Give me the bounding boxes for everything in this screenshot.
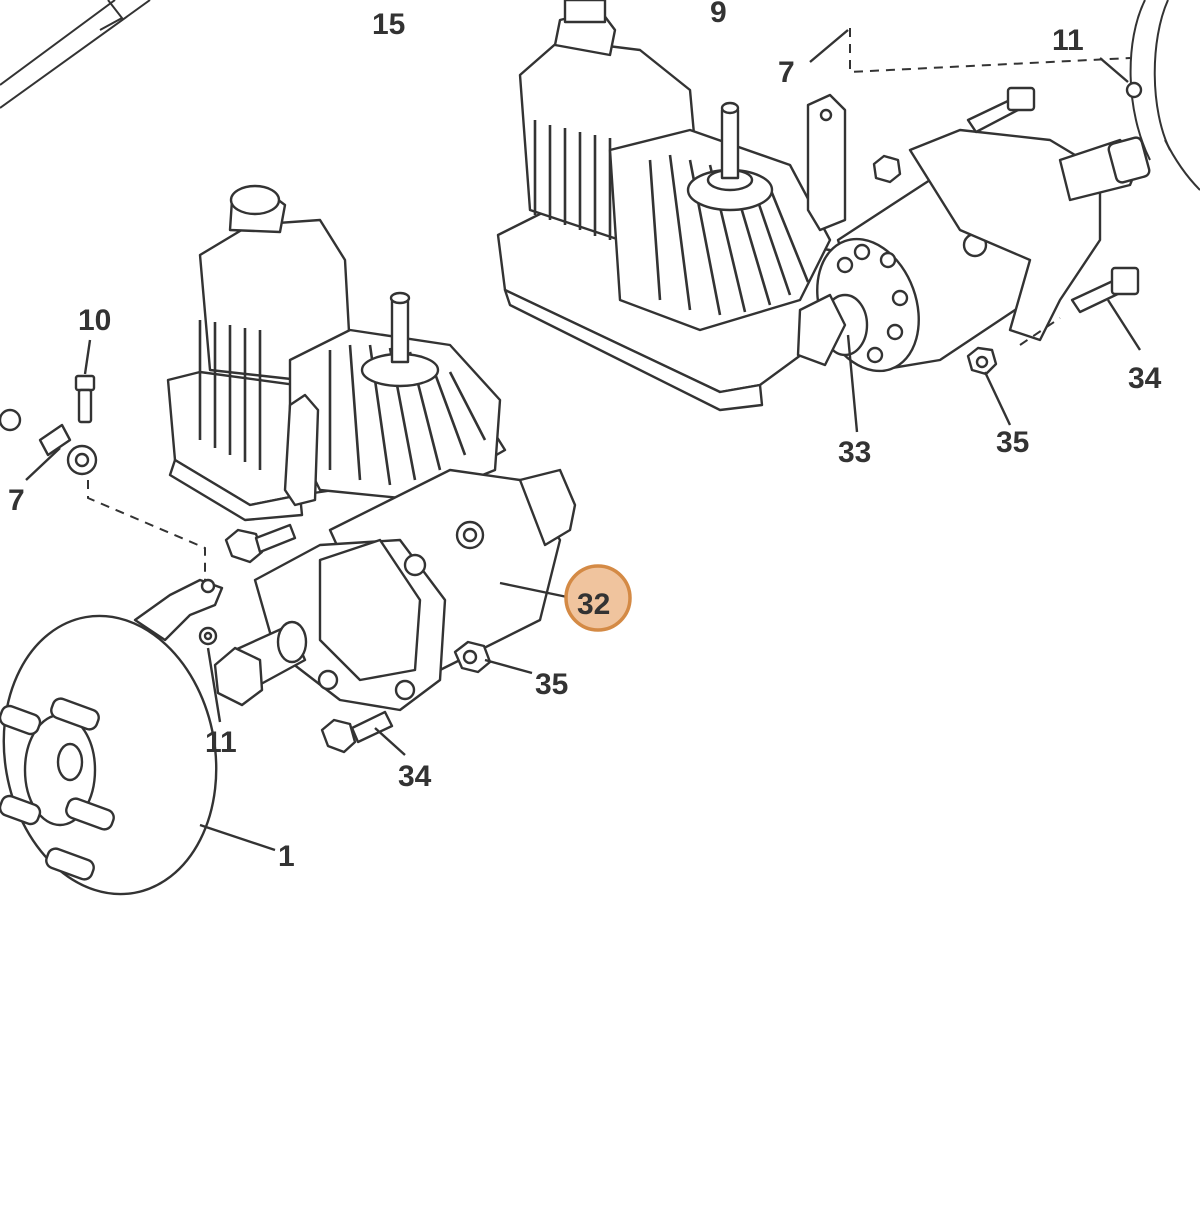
- leader-lines: [25, 29, 1142, 852]
- callout-7-lower[interactable]: 7: [8, 484, 25, 517]
- wheel-fragment-right: [1125, 0, 1200, 191]
- callout-15[interactable]: 15: [372, 8, 405, 41]
- callout-10[interactable]: 10: [78, 304, 111, 337]
- callout-11-upper[interactable]: 11: [1052, 24, 1084, 57]
- callout-35-upper[interactable]: 35: [996, 426, 1029, 459]
- frame-rail: [0, 0, 151, 109]
- highlight-marker: [564, 564, 632, 632]
- callout-32[interactable]: 32: [577, 588, 610, 621]
- callout-34-upper[interactable]: 34: [1128, 362, 1162, 395]
- transaxle-assembly-lower: [0, 184, 577, 896]
- callout-35-lower[interactable]: 35: [535, 668, 568, 701]
- callout-34-lower[interactable]: 34: [398, 760, 432, 793]
- callout-11-lower[interactable]: 11: [205, 726, 237, 759]
- reference-lines: [87, 28, 1131, 580]
- callout-9[interactable]: 9: [710, 0, 727, 29]
- callout-labels: 15 9 7 11 34 33 35 10 7 32 35 11 34 1: [8, 0, 1162, 873]
- callout-33[interactable]: 33: [838, 436, 871, 469]
- callout-1[interactable]: 1: [278, 840, 295, 873]
- transaxle-assembly-upper: [496, 0, 1151, 412]
- callout-7-upper[interactable]: 7: [778, 56, 795, 89]
